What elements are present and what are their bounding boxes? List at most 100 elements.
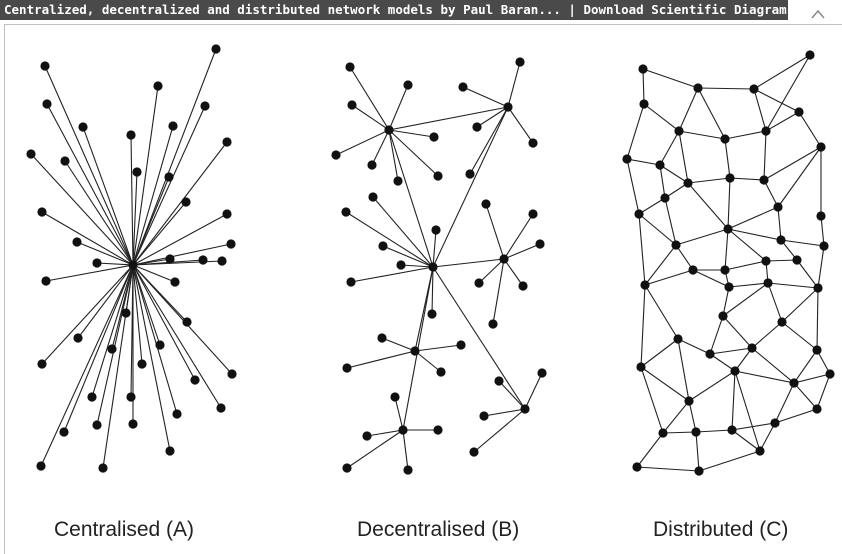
node-centralised — [78, 122, 88, 132]
edge-distributed — [677, 338, 690, 402]
edge-decentralised — [402, 429, 409, 471]
edge-decentralised — [431, 266, 434, 315]
node-centralised — [126, 130, 136, 140]
node-distributed — [723, 224, 733, 234]
node-distributed — [813, 283, 823, 293]
node-centralised — [182, 317, 192, 327]
edge-distributed — [640, 284, 646, 368]
node-decentralised — [429, 132, 439, 142]
edge-decentralised — [503, 243, 541, 260]
node-decentralised — [458, 82, 468, 92]
edge-distributed — [709, 315, 724, 355]
edge-centralised — [102, 264, 134, 469]
edge-decentralised — [503, 258, 524, 287]
node-decentralised — [341, 207, 351, 217]
node-decentralised — [535, 239, 545, 249]
edge-distributed — [724, 260, 767, 271]
node-decentralised — [528, 138, 538, 148]
edge-distributed — [698, 450, 761, 472]
node-distributed — [730, 366, 740, 376]
edge-distributed — [731, 370, 736, 431]
edge-distributed — [626, 158, 661, 166]
node-distributed — [755, 446, 765, 456]
node-centralised — [92, 420, 102, 430]
edge-distributed — [722, 282, 769, 317]
edge-decentralised — [388, 84, 409, 131]
edge-distributed — [734, 370, 761, 452]
edge-distributed — [636, 432, 664, 468]
node-decentralised — [488, 319, 498, 329]
edge-centralised — [45, 264, 134, 282]
node-distributed — [763, 278, 773, 288]
edge-centralised — [30, 153, 134, 266]
node-centralised — [168, 121, 178, 131]
edge-distributed — [816, 373, 831, 410]
edge-distributed — [727, 177, 731, 230]
edge-distributed — [731, 429, 761, 452]
node-centralised — [72, 237, 82, 247]
edge-centralised — [132, 48, 217, 266]
edge-decentralised — [498, 380, 526, 410]
node-centralised — [87, 392, 97, 402]
node-decentralised — [378, 241, 388, 251]
node-distributed — [776, 235, 786, 245]
node-centralised — [73, 333, 83, 343]
edge-distributed — [734, 347, 753, 372]
edge-distributed — [817, 245, 825, 289]
edge-distributed — [638, 213, 677, 246]
node-centralised — [121, 308, 131, 318]
node-centralised — [37, 359, 47, 369]
node-distributed — [636, 362, 646, 372]
edge-centralised — [130, 134, 134, 266]
node-distributed — [660, 193, 670, 203]
node-decentralised — [436, 367, 446, 377]
edge-distributed — [687, 182, 729, 230]
edge-decentralised — [394, 396, 404, 431]
edge-decentralised — [388, 129, 439, 177]
edge-centralised — [91, 264, 134, 398]
node-distributed — [812, 345, 822, 355]
edge-centralised — [132, 264, 178, 415]
edge-distributed — [728, 282, 769, 288]
node-distributed — [727, 425, 737, 435]
edge-distributed — [642, 68, 699, 89]
edge-decentralised-hub — [432, 266, 526, 410]
node-decentralised — [331, 150, 341, 160]
node-distributed — [812, 404, 822, 414]
edge-distributed — [724, 130, 767, 140]
edge-centralised — [77, 264, 134, 339]
node-centralised — [155, 340, 165, 350]
edge-distributed — [626, 103, 645, 160]
node-distributed — [816, 142, 826, 152]
node-decentralised-hub — [520, 404, 530, 414]
edge-distributed — [709, 353, 736, 372]
node-decentralised — [472, 122, 482, 132]
node-distributed — [773, 202, 783, 212]
node-centralised — [226, 239, 236, 249]
edge-centralised — [132, 264, 222, 409]
edge-decentralised — [462, 86, 509, 108]
node-decentralised — [342, 463, 352, 473]
edge-distributed — [643, 103, 680, 132]
node-decentralised — [431, 225, 441, 235]
edge-distributed — [722, 315, 753, 349]
edge-centralised — [132, 213, 228, 266]
edge-distributed — [767, 282, 783, 323]
node-decentralised — [515, 57, 525, 67]
node-decentralised-hub — [503, 102, 513, 112]
edge-centralised — [41, 264, 134, 365]
edge-distributed — [709, 347, 753, 355]
edge-decentralised — [346, 429, 404, 469]
edge-decentralised — [388, 129, 435, 138]
edge-distributed — [640, 366, 664, 434]
edge-distributed — [695, 429, 733, 433]
node-distributed — [638, 64, 648, 74]
chevron-icon — [811, 9, 825, 19]
node-decentralised — [456, 340, 466, 350]
edge-distributed — [780, 239, 825, 247]
edge-distributed — [675, 244, 694, 271]
edge-centralised — [96, 264, 134, 426]
node-centralised — [198, 255, 208, 265]
edge-distributed — [753, 88, 800, 113]
